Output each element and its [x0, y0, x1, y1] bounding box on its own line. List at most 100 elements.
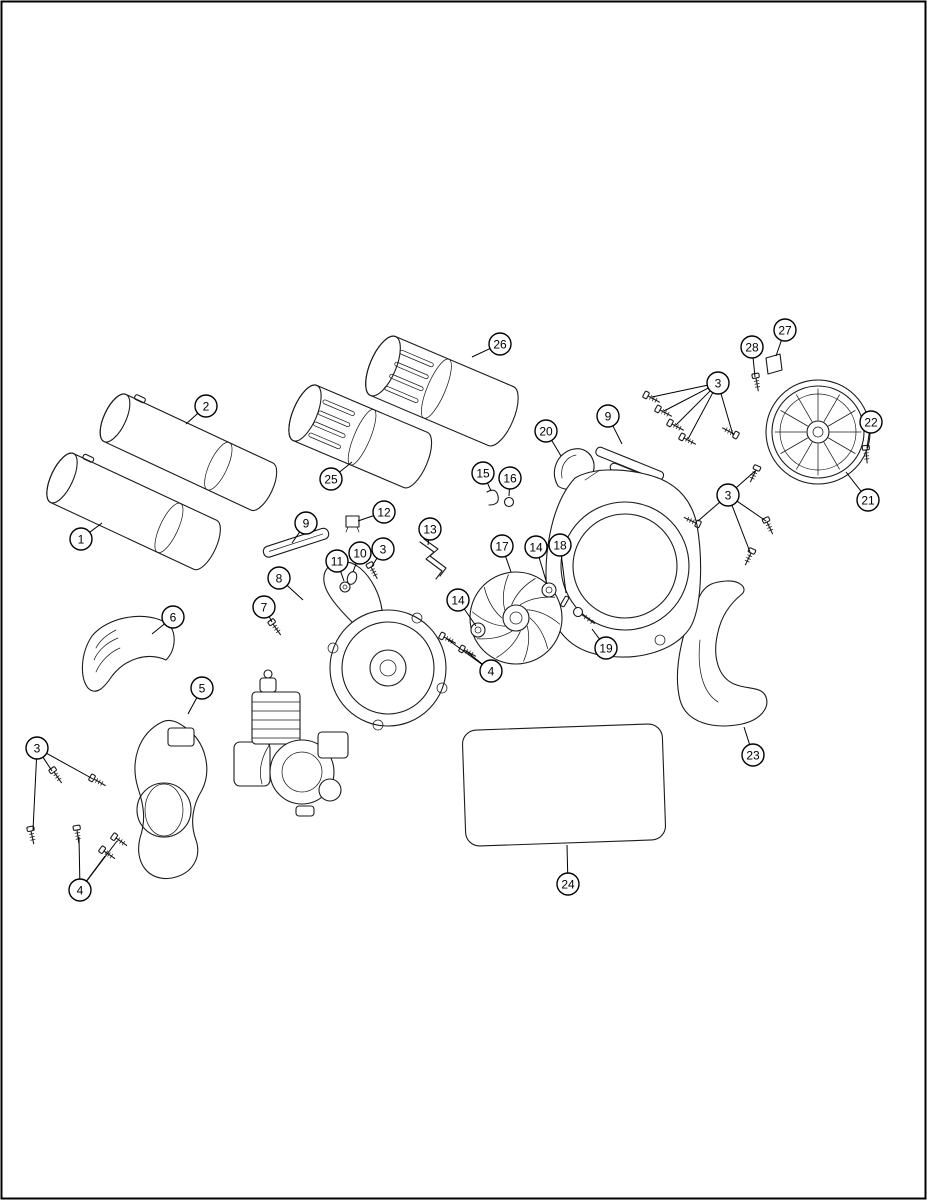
leader-line-3-2 [675, 390, 711, 426]
callout-11-15: 11 [325, 549, 349, 573]
callout-circle-11 [325, 549, 349, 573]
callout-number-3: 3 [715, 377, 722, 391]
leader-line-5-8 [187, 697, 198, 715]
leader-line-24-29 [566, 844, 569, 874]
leader-line-23-28 [743, 726, 751, 745]
callout-6-9: 6 [161, 605, 185, 629]
callout-number-6: 6 [170, 611, 177, 625]
callout-number-25: 25 [324, 473, 338, 487]
callout-number-3: 3 [380, 543, 387, 557]
callout-28-33: 28 [740, 335, 764, 359]
callout-22-27: 22 [859, 410, 883, 434]
callout-4-7: 4 [68, 878, 92, 902]
leader-line-3-5 [32, 758, 37, 831]
callout-number-4: 4 [77, 884, 84, 898]
leader-line-20-25 [551, 440, 562, 457]
leader-line-11-15 [340, 571, 345, 582]
callout-circle-7 [252, 595, 276, 619]
leader-line-4-6 [465, 650, 483, 665]
intake-cover [81, 615, 175, 692]
blower-tube-lower [46, 452, 221, 571]
callout-circle-16 [498, 466, 522, 490]
callout-circle-9 [596, 404, 620, 428]
callout-number-8: 8 [276, 572, 283, 586]
callout-19-24: 19 [594, 636, 618, 660]
callout-3-5: 3 [25, 736, 49, 760]
callout-circle-22 [859, 410, 883, 434]
leader-line-9-13 [612, 425, 623, 445]
leader-line-3-3 [731, 505, 751, 553]
callout-4-6: 4 [479, 659, 503, 683]
leader-line-14-18 [538, 557, 548, 585]
callout-circle-3 [25, 736, 49, 760]
callout-23-28: 23 [741, 743, 765, 767]
callout-number-26: 26 [493, 338, 507, 352]
callout-circle-21 [856, 488, 880, 512]
screw [641, 390, 662, 406]
handle-grip-strip [262, 527, 330, 558]
callout-circle-8 [267, 566, 291, 590]
callout-circle-3 [716, 483, 740, 507]
flat-panel [461, 723, 667, 847]
leader-line-12-16 [357, 515, 374, 522]
callout-17-22: 17 [490, 534, 514, 558]
grommet [346, 571, 358, 585]
callout-number-14: 14 [529, 541, 543, 555]
callout-circle-14 [524, 535, 548, 559]
callout-3-3: 3 [716, 483, 740, 507]
screw [677, 432, 698, 448]
callout-number-11: 11 [331, 555, 344, 569]
callout-circle-27 [773, 318, 797, 342]
callout-circle-23 [741, 743, 765, 767]
callout-9-12: 9 [294, 511, 318, 535]
callout-16-21: 16 [498, 466, 522, 490]
screw [653, 404, 674, 420]
leader-line-4-7 [78, 836, 81, 880]
leader-line-18-23 [560, 555, 567, 594]
callout-number-1: 1 [78, 533, 85, 547]
leader-line-3-2 [720, 393, 734, 436]
callout-number-24: 24 [561, 878, 575, 892]
leader-line-15-20 [487, 482, 492, 492]
callout-26-31: 26 [488, 332, 512, 356]
callout-number-23: 23 [746, 749, 760, 763]
bolt [572, 606, 595, 625]
leader-line-3-5 [46, 752, 94, 780]
callout-number-18: 18 [553, 539, 567, 553]
callout-18-23: 18 [548, 533, 572, 557]
callout-circle-25 [319, 467, 343, 491]
callout-5-8: 5 [190, 676, 214, 700]
callout-circle-4 [68, 878, 92, 902]
callout-circle-17 [490, 534, 514, 558]
callout-circle-28 [740, 335, 764, 359]
callout-circle-18 [548, 533, 572, 557]
leader-line-6-9 [151, 623, 165, 635]
leader-line-27-32 [775, 340, 782, 357]
callout-circle-2 [194, 394, 218, 418]
callout-number-2: 2 [203, 400, 210, 414]
leader-line-3-3 [735, 470, 756, 489]
leader-line-26-31 [471, 348, 491, 358]
callout-number-27: 27 [778, 324, 792, 338]
callout-number-17: 17 [495, 540, 509, 554]
leader-line-3-2 [663, 387, 709, 412]
callout-15-20: 15 [471, 461, 495, 485]
callout-circle-5 [190, 676, 214, 700]
callout-number-14: 14 [451, 594, 465, 608]
leader-line-3-2 [651, 384, 708, 398]
callout-number-3: 3 [34, 742, 41, 756]
callout-number-28: 28 [745, 341, 759, 355]
inlet-guard [765, 379, 871, 485]
callout-circle-3 [706, 371, 730, 395]
nozzle-tube-end [365, 335, 519, 447]
label-tag [765, 353, 783, 375]
callout-2-1: 2 [194, 394, 218, 418]
clamp [345, 515, 360, 533]
leader-line-19-24 [591, 628, 600, 640]
leader-line-28-33 [752, 357, 756, 378]
callout-number-9: 9 [303, 517, 310, 531]
callout-circle-19 [594, 636, 618, 660]
pin [560, 595, 570, 608]
callout-number-16: 16 [503, 472, 517, 486]
